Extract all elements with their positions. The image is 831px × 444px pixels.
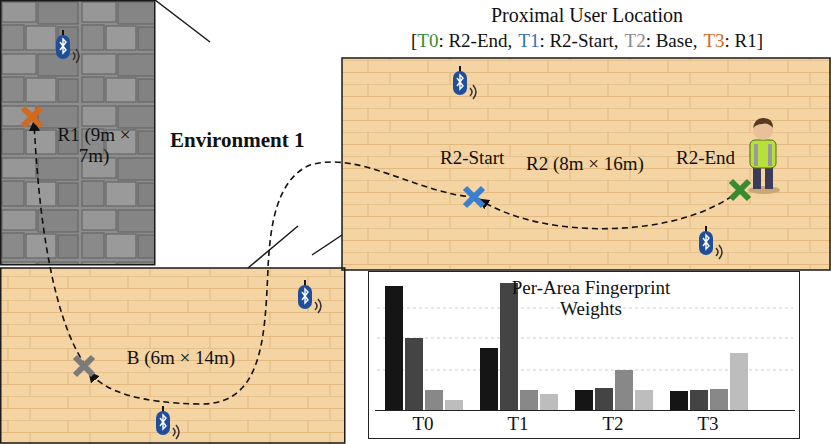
bar	[670, 391, 688, 410]
bar	[405, 338, 423, 410]
bar	[595, 388, 613, 410]
wood-floor	[342, 58, 831, 270]
bar	[710, 389, 728, 410]
wood-floor	[0, 268, 345, 444]
bar	[540, 394, 558, 410]
axis-label: T1	[507, 413, 528, 435]
legend-key: T3	[703, 30, 724, 52]
point-label: R2-Start	[440, 147, 504, 169]
bar	[500, 283, 518, 410]
bar	[575, 390, 593, 410]
bar	[690, 390, 708, 410]
legend-text: : R2-Start,	[539, 30, 618, 52]
room-label: R2 (8m × 16m)	[520, 154, 650, 175]
room-r1: R1 (9m × 7m)	[0, 0, 155, 265]
legend-text: [	[411, 30, 417, 52]
room-base: B (6m × 14m)	[0, 268, 345, 444]
environment-title: Environment 1	[170, 128, 304, 152]
bar	[425, 390, 443, 410]
legend-key: T2	[625, 30, 646, 52]
axis-label: T2	[602, 413, 623, 435]
point-label: R2-End	[676, 147, 735, 169]
heading: Proximal User Location	[491, 4, 683, 27]
bar	[480, 348, 498, 410]
bar	[615, 370, 633, 410]
bar	[445, 400, 463, 410]
bar	[635, 390, 653, 410]
chart-title: Per-Area Fingerprint Weights	[499, 278, 683, 320]
bar	[385, 286, 403, 410]
legend-text: : R2-End,	[438, 30, 512, 52]
bluetooth-beacons	[56, 30, 722, 439]
legend-text: : Base,	[646, 30, 698, 52]
stone-floor	[0, 0, 155, 265]
legend-row: [T0: R2-End, T1: R2-Start, T2: Base,T3: R1…	[0, 30, 831, 52]
legend-key: T0	[417, 30, 438, 52]
axis-label: T0	[412, 413, 433, 435]
bar	[730, 353, 748, 410]
user-figure	[748, 118, 780, 194]
room-label: B (6m × 14m)	[118, 348, 244, 369]
legend-key: T1	[518, 30, 539, 52]
legend-text: : R1]	[725, 30, 764, 52]
axis-label: T3	[697, 413, 718, 435]
bar	[520, 390, 538, 410]
room-label: R1 (9m × 7m)	[48, 125, 140, 167]
room-r2: R2 (8m × 16m)	[342, 58, 831, 270]
